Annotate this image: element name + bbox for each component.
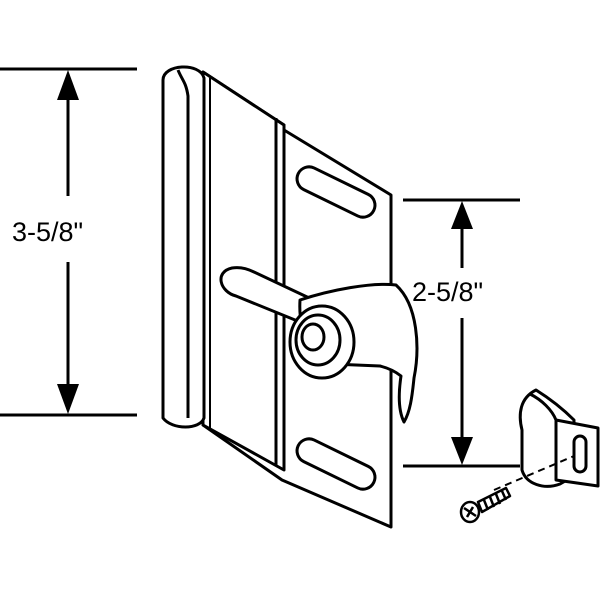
height-arrowhead-top [57, 70, 79, 100]
keeper-slot [572, 434, 588, 474]
keeper [518, 388, 600, 488]
mounting-screw [459, 455, 575, 524]
latch-front-flange [161, 65, 206, 429]
spacing-label: 2-5/8" [412, 277, 483, 307]
height-dimension: 3-5/8" [0, 67, 137, 417]
mounting-slot-upper [295, 165, 377, 219]
height-label: 3-5/8" [12, 217, 83, 247]
spacing-dimension: 2-5/8" [403, 198, 520, 468]
keeper-back-curve [529, 392, 558, 421]
latch-cam [219, 266, 419, 424]
screw-head-slot [463, 506, 477, 518]
spacing-arrowhead-bottom [451, 437, 473, 465]
pivot-rivet-center [300, 322, 326, 352]
screw-center-line [493, 455, 575, 491]
spacing-arrowhead-top [451, 201, 473, 229]
screw-threads [482, 490, 508, 511]
height-arrowhead-bottom [57, 384, 79, 414]
latch-flange-curl [176, 69, 190, 418]
mounting-slot-lower [295, 437, 377, 491]
screw-body [459, 486, 512, 524]
